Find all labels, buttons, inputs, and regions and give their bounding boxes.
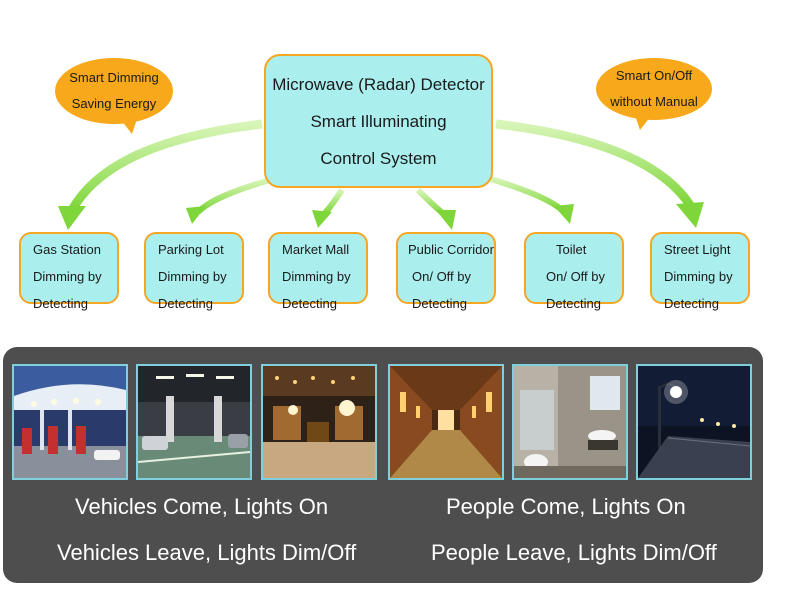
node-line: Detecting bbox=[158, 296, 213, 311]
arrowhead-gas-station bbox=[58, 206, 86, 230]
arrowhead-market-mall bbox=[312, 210, 332, 228]
arrowhead-toilet bbox=[554, 204, 574, 224]
toilet-photo bbox=[512, 364, 628, 480]
arrow-to-gas-station bbox=[68, 119, 263, 213]
arrowhead-public-corridor bbox=[436, 210, 456, 230]
node-line: Toilet bbox=[556, 242, 587, 257]
node-line: Dimming by bbox=[158, 269, 227, 284]
node-toilet: Toilet On/ Off by Detecting bbox=[524, 232, 624, 311]
arrow-to-parking-lot bbox=[195, 177, 271, 215]
node-line: Detecting bbox=[282, 296, 337, 311]
node-line: On/ Off by bbox=[546, 269, 606, 284]
node-line: Gas Station bbox=[33, 242, 101, 257]
center-line-1: Microwave (Radar) Detector bbox=[272, 74, 485, 94]
gas-station-photo bbox=[12, 364, 128, 480]
caption-people-come: People Come, Lights On bbox=[446, 494, 686, 519]
parking-lot-photo bbox=[136, 364, 252, 480]
bubble-left-line-1: Smart Dimming bbox=[69, 70, 159, 85]
node-line: On/ Off by bbox=[412, 269, 472, 284]
caption-people-leave: People Leave, Lights Dim/Off bbox=[431, 540, 717, 565]
node-line: Dimming by bbox=[282, 269, 351, 284]
bubble-right-tail bbox=[634, 112, 654, 130]
flow-arrows bbox=[58, 119, 704, 230]
public-corridor-photo bbox=[388, 364, 504, 480]
node-line: Dimming by bbox=[664, 269, 733, 284]
center-line-3: Control System bbox=[320, 148, 437, 168]
node-line: Detecting bbox=[412, 296, 467, 311]
node-line: Parking Lot bbox=[158, 242, 224, 257]
central-control-system-box: Microwave (Radar) Detector Smart Illumin… bbox=[264, 54, 493, 188]
node-market-mall: Market Mall Dimming by Detecting bbox=[268, 232, 368, 311]
node-line: Detecting bbox=[546, 296, 601, 311]
arrow-to-toilet bbox=[487, 175, 564, 213]
bubble-right-line-1: Smart On/Off bbox=[615, 68, 693, 83]
node-street-light: Street Light Dimming by Detecting bbox=[650, 232, 750, 311]
node-public-corridor: Public Corridor On/ Off by Detecting bbox=[396, 232, 496, 311]
node-line: Market Mall bbox=[282, 242, 350, 257]
caption-vehicles-leave: Vehicles Leave, Lights Dim/Off bbox=[57, 540, 357, 565]
node-line: Street Light bbox=[664, 242, 731, 257]
node-line: Detecting bbox=[33, 296, 88, 311]
market-mall-photo bbox=[261, 364, 377, 480]
street-light-photo bbox=[636, 364, 752, 480]
bubble-right-line-2: without Manual bbox=[610, 94, 698, 109]
bubble-smart-onoff: Smart On/Off without Manual bbox=[596, 58, 712, 120]
node-line: Dimming by bbox=[33, 269, 102, 284]
arrow-to-market-mall bbox=[321, 188, 345, 217]
node-line: Detecting bbox=[664, 296, 719, 311]
center-line-2: Smart Illuminating bbox=[310, 111, 447, 131]
arrowhead-parking-lot bbox=[186, 206, 206, 224]
arrowhead-street-light bbox=[676, 202, 704, 228]
node-parking-lot: Parking Lot Dimming by Detecting bbox=[144, 232, 244, 311]
arrow-to-street-light bbox=[495, 119, 694, 208]
node-gas-station: Gas Station Dimming by Detecting bbox=[19, 232, 119, 311]
bubble-left-line-2: Saving Energy bbox=[71, 96, 157, 111]
bubble-smart-dimming: Smart Dimming Saving Energy bbox=[55, 58, 173, 124]
node-line: Public Corridor bbox=[408, 242, 494, 257]
caption-vehicles-come: Vehicles Come, Lights On bbox=[75, 494, 329, 519]
bubble-left-tail bbox=[118, 116, 138, 134]
